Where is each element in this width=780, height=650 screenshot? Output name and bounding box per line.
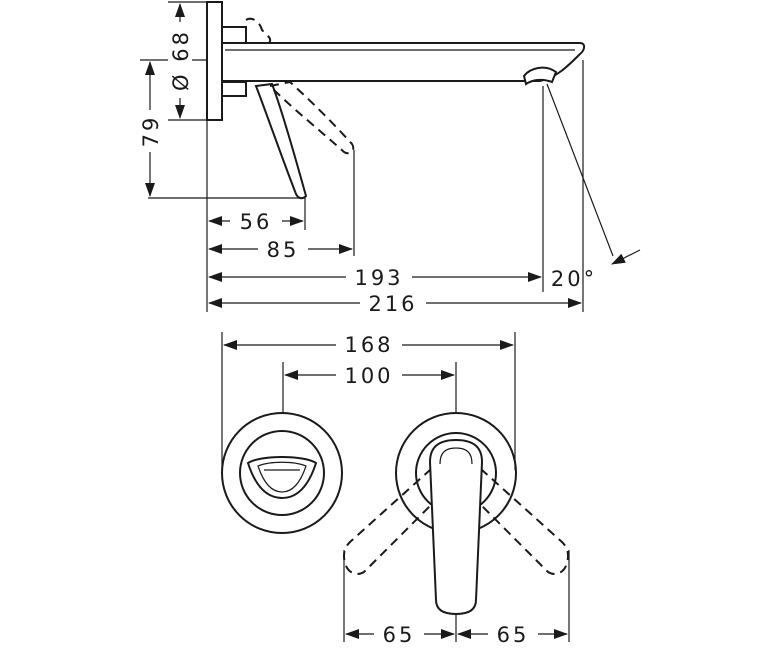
spout-rosette-outer bbox=[221, 412, 343, 534]
dim-193: 193 bbox=[354, 266, 403, 290]
dim-79: 79 bbox=[139, 115, 163, 148]
dim-168: 168 bbox=[344, 333, 393, 357]
wall-plate bbox=[206, 1, 223, 121]
dim-65-left: 65 bbox=[383, 623, 416, 647]
dim-85: 85 bbox=[267, 238, 300, 262]
lever-front-solid bbox=[428, 438, 484, 616]
dim-65-right: 65 bbox=[497, 623, 530, 647]
dim-216: 216 bbox=[368, 292, 417, 316]
dim-100: 100 bbox=[344, 364, 393, 388]
lever-right-dashed bbox=[468, 468, 570, 575]
spout-outlet bbox=[246, 456, 318, 500]
lever-solid bbox=[254, 82, 308, 200]
handle-top-dashed bbox=[245, 17, 272, 45]
aerator bbox=[522, 66, 558, 86]
dim-56: 56 bbox=[240, 210, 273, 234]
side-view: Ø 68 79 56 85 193 216 20° bbox=[138, 1, 641, 316]
lever-left-dashed bbox=[342, 468, 444, 575]
lever-collar bbox=[221, 81, 247, 97]
dim-diameter-68: Ø 68 bbox=[169, 29, 193, 91]
spout-rosette-inner bbox=[239, 430, 325, 516]
dim-angle-20: 20° bbox=[551, 267, 597, 291]
front-view: 168 100 65 65 bbox=[221, 332, 570, 647]
